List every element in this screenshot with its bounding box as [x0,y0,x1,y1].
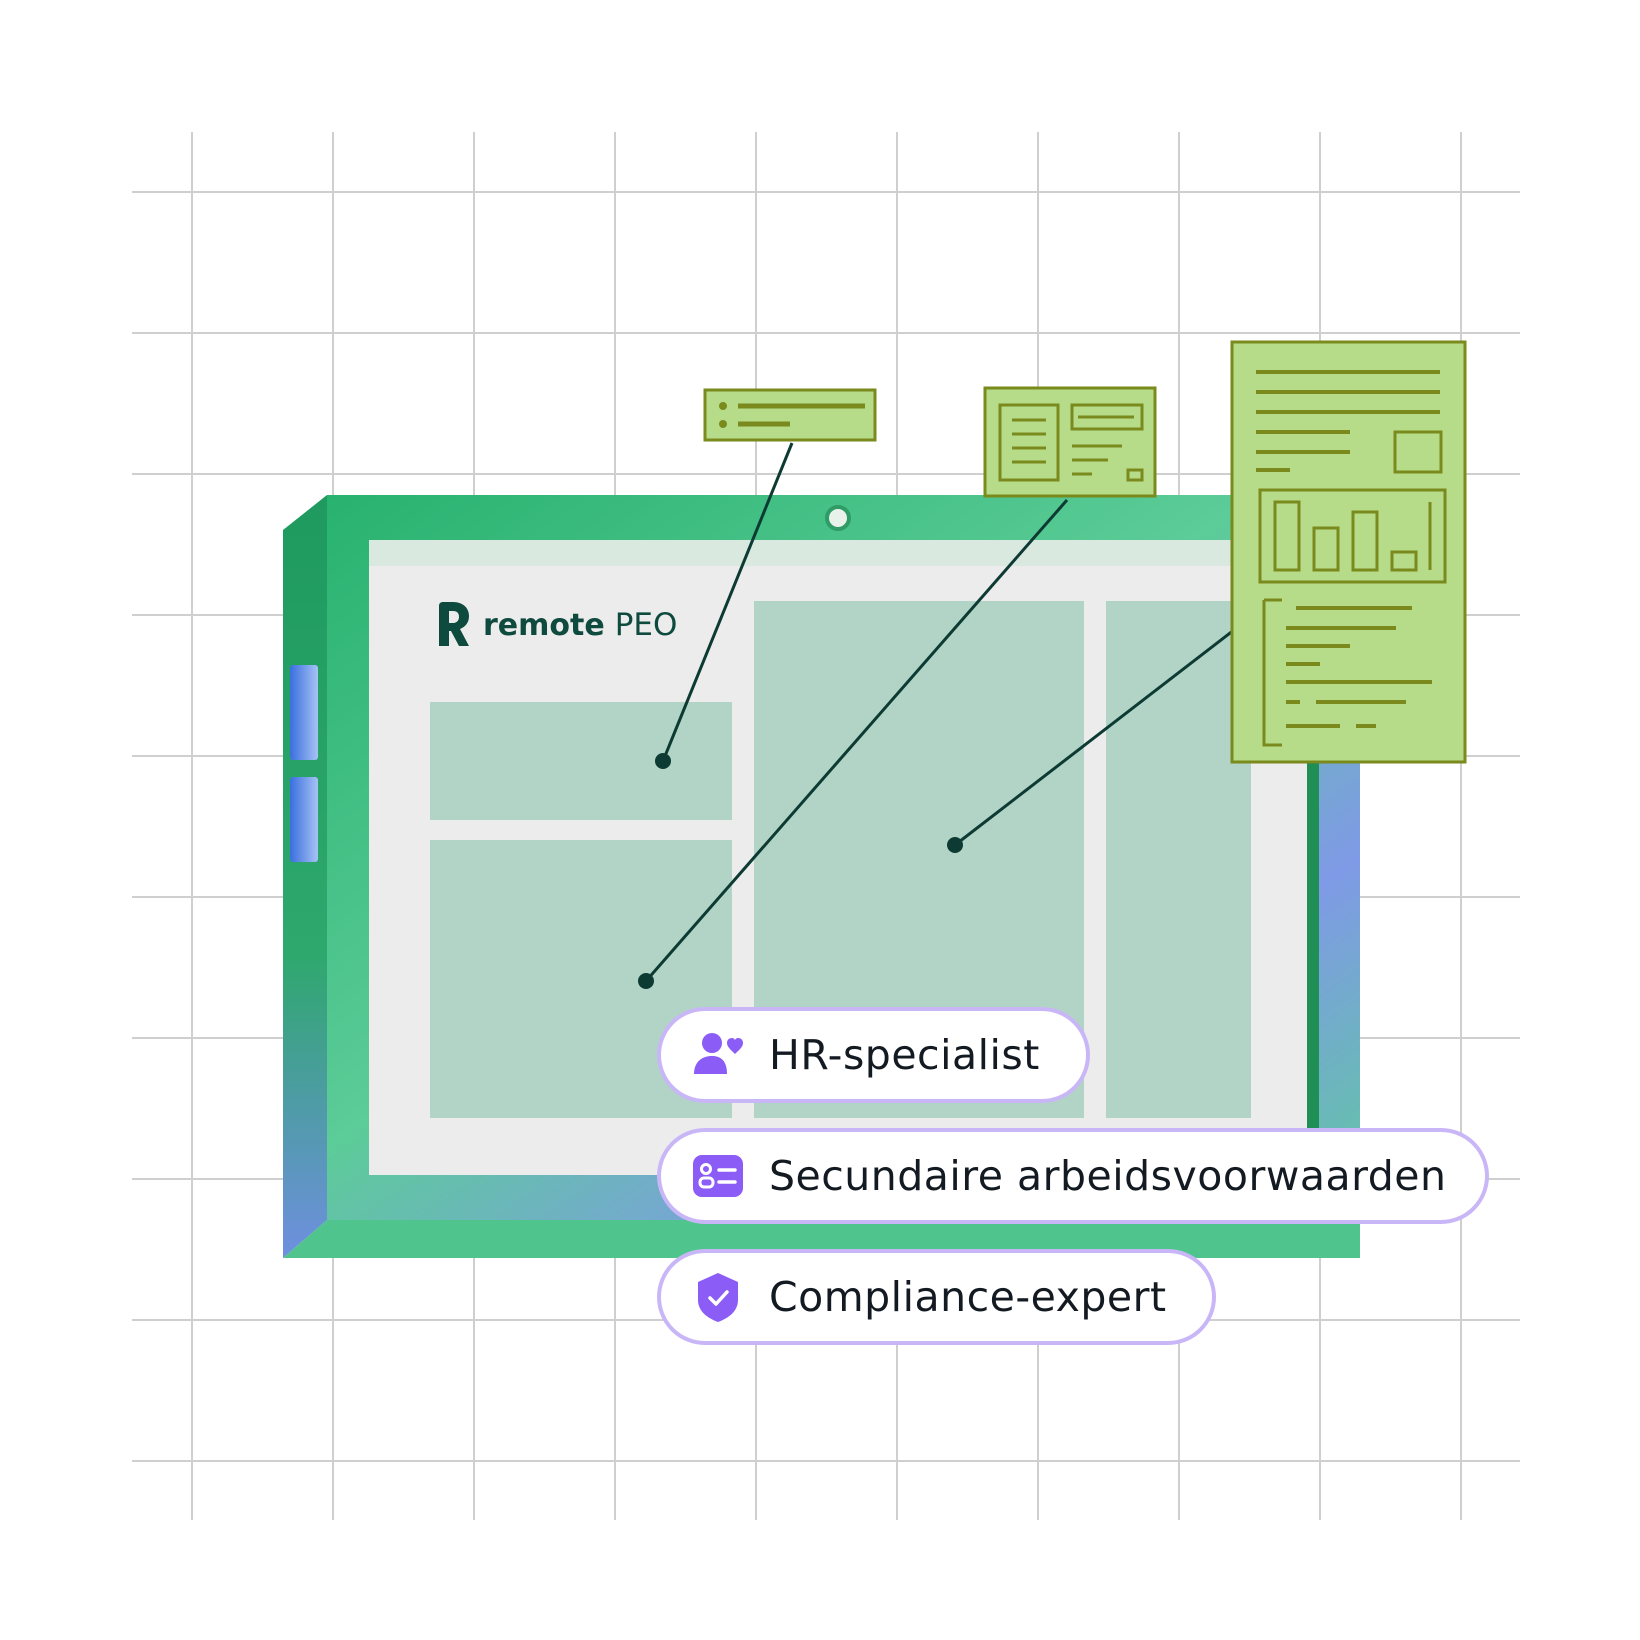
connector-line-3 [954,628,1235,847]
feature-pill-secondary-benefits: Secundaire arbeidsvoorwaarden [657,1128,1489,1224]
card-list [703,388,877,442]
feature-pill-compliance-expert: Compliance-expert [657,1249,1216,1345]
panel-right [1106,601,1251,1118]
feature-label: Secundaire arbeidsvoorwaarden [769,1152,1447,1200]
tablet-side-edge [283,495,327,1258]
connector-line-1 [661,442,794,762]
brand-name: remote [483,607,605,643]
connector-dot-1 [655,753,671,769]
camera-dot [825,505,851,531]
connector-dot-2 [638,973,654,989]
connectors [644,442,1235,982]
card-report [1230,340,1467,764]
screen-top-bar [369,540,1307,566]
connector-line-2 [644,499,1069,982]
brand-product: PEO [614,607,678,643]
shield-check-icon [691,1270,745,1324]
remote-logo-icon [439,602,469,646]
tablet-bottom-edge [283,1220,1360,1258]
feature-label: HR-specialist [769,1031,1040,1079]
panel-top-left [430,702,732,820]
card-form [983,386,1157,498]
connector-dots [638,753,963,989]
id-card-icon [691,1149,745,1203]
side-button-top [290,665,318,760]
tablet-device [283,495,1360,1258]
feature-pill-hr-specialist: HR-specialist [657,1007,1090,1103]
side-button-bottom [290,777,318,862]
feature-label: Compliance-expert [769,1273,1167,1321]
mini-bar-chart-frame [1258,488,1447,584]
brand-logo: remote PEO [433,600,677,650]
person-heart-icon [691,1028,745,1082]
connector-dot-3 [947,837,963,853]
